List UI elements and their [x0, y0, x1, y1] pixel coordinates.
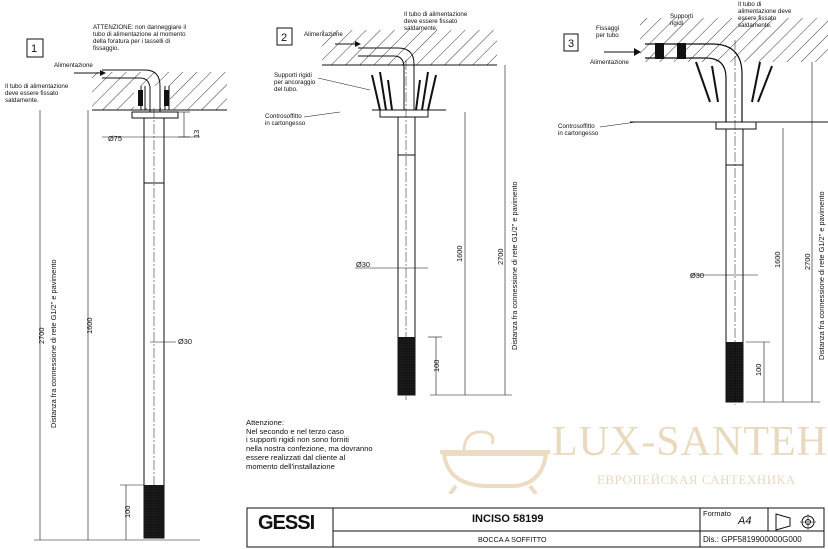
figure-1-dim-total: 2700	[37, 328, 46, 344]
figure-3-vertical-label: Distanza fra connessione di rete G1/2" e…	[817, 191, 826, 360]
figure-3-supply-note: Il tubo di alimentazione deve essere fis…	[738, 1, 793, 29]
figure-3: 3 Fissaggi per tubo Supporti rigidi Alim	[558, 1, 828, 405]
figure-3-fixings-label: Fissaggi per tubo	[596, 25, 621, 39]
brand-logo: GESSI	[258, 512, 315, 534]
figure-3-number-box	[563, 33, 579, 52]
figure-2-dim-bottom: 100	[432, 360, 441, 372]
product-name: INCISO 58199	[472, 513, 544, 525]
figure-3-supply-label: Alimentazione	[590, 59, 629, 66]
figure-1-supply-label: Alimentazione	[54, 62, 93, 69]
figure-1-dim-flange-h: 13	[192, 130, 201, 138]
figure-2-dim-length: 1600	[455, 246, 464, 262]
projection-symbol-icon	[775, 513, 791, 531]
figure-3-supports-label: Supporti rigidi	[670, 13, 695, 27]
figure-2-dim-pipe-dia: Ø30	[356, 260, 370, 269]
figure-1-number: 1	[31, 43, 37, 55]
figure-2: 2 Alimentazione Il tubo di alimentazione…	[265, 11, 519, 400]
ceiling-slab-2	[322, 30, 497, 65]
format-label: Formato	[703, 509, 731, 518]
figure-2-vertical-label: Distanza fra connessione di rete G1/2" e…	[510, 181, 519, 350]
ceiling-slab-3	[640, 18, 828, 62]
figure-1-number-box	[26, 38, 44, 58]
figure-1-dim-pipe-dia: Ø30	[178, 337, 192, 346]
figure-1-dim-length: 1600	[85, 318, 94, 334]
figure-3-dim-bottom: 100	[754, 364, 763, 376]
figure-1-attention: ATTENZIONE: non danneggiare il tubo di a…	[93, 24, 188, 52]
attention-note: Attenzione: Nel secondo e nel terzo caso…	[246, 418, 373, 471]
figure-2-number: 2	[281, 32, 287, 44]
figure-2-supports-label: Supporti rigidi per ancoraggio del tubo.	[274, 72, 317, 93]
figure-1-supply-note: Il tubo di alimentazione deve essere fis…	[5, 83, 70, 104]
figure-1-dim-bottom: 100	[123, 506, 132, 518]
figure-3-ceiling-label: Controsoffitto in cartongesso	[558, 123, 599, 137]
figure-1-dim-flange-dia: Ø75	[108, 134, 122, 143]
figure-3-number: 3	[568, 38, 574, 50]
figure-2-number-box	[276, 27, 293, 46]
figure-2-dim-total: 2700	[496, 249, 505, 265]
drawing-number: Dis.: GPF5819900000G000	[703, 535, 802, 544]
figure-2-ceiling-label: Controsoffitto in cartongesso	[265, 113, 306, 127]
figure-1: 1 ATTENZIONE: non dann	[5, 24, 227, 541]
format-value: A4	[738, 515, 752, 527]
figure-2-supply-label: Alimentazione	[304, 31, 343, 38]
figure-2-supply-note: Il tubo di alimentazione deve essere fis…	[404, 11, 469, 32]
product-subtitle: BOCCA A SOFFITTO	[478, 535, 547, 544]
figure-1-vertical-label: Distanza fra connessione di rete G1/2" e…	[49, 259, 58, 428]
figure-3-dim-length: 1600	[773, 252, 782, 268]
title-block	[246, 507, 825, 548]
figure-3-dim-pipe-dia: Ø30	[690, 271, 704, 280]
figure-3-dim-total: 2700	[803, 254, 812, 270]
